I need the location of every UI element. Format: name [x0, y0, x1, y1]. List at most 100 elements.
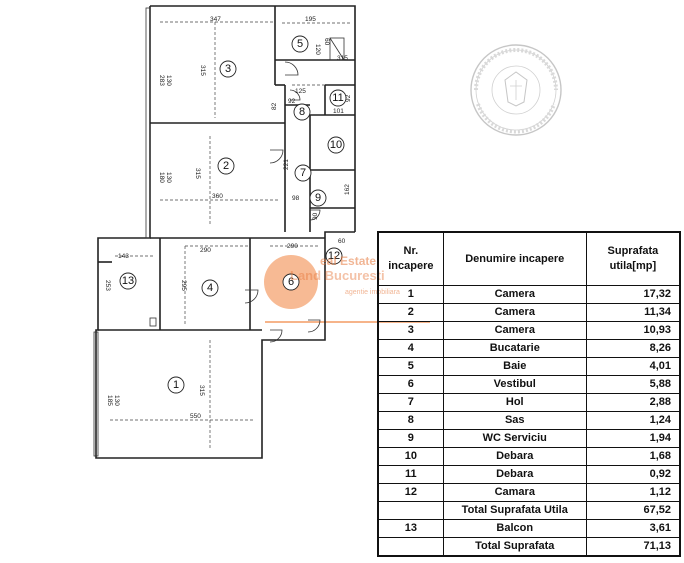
total-label: Total Suprafata: [442, 537, 587, 557]
room-number-12: 12: [328, 250, 340, 262]
room-number-8: 8: [299, 106, 305, 118]
row-nr: 1: [377, 285, 444, 304]
room-number-7: 7: [300, 167, 306, 179]
row-name: Camara: [442, 483, 587, 502]
room-number-11: 11: [332, 92, 343, 104]
balcon-area: 3,61: [585, 519, 681, 538]
row-nr: 10: [377, 447, 444, 466]
row-name: WC Serviciu: [442, 429, 587, 448]
room-number-6: 6: [288, 276, 294, 288]
dim-315-room3: 315: [199, 65, 206, 76]
dim-180: 180: [158, 172, 165, 183]
balcon-nr: 13: [377, 519, 444, 538]
row-nr: 11: [377, 465, 444, 484]
dim-253: 253: [104, 280, 111, 291]
room-number-1: 1: [173, 379, 179, 391]
row-area: 17,32: [585, 285, 681, 304]
dim-130-room3: 130: [165, 75, 172, 86]
row-area: 1,94: [585, 429, 681, 448]
total-util-empty: [377, 501, 444, 520]
dim-550: 550: [190, 413, 201, 420]
row-name: Sas: [442, 411, 587, 430]
row-area: 4,01: [585, 357, 681, 376]
door-swings: [244, 61, 321, 343]
dim-315-room1: 315: [198, 385, 205, 396]
dim-101: 101: [333, 108, 344, 115]
dim-315-room2: 315: [194, 168, 201, 179]
dim-120: 120: [314, 44, 321, 55]
dim-125: 125: [295, 88, 306, 95]
row-name: Camera: [442, 303, 587, 322]
room-number-3: 3: [225, 63, 231, 75]
row-nr: 12: [377, 483, 444, 502]
dim-290-room6: 290: [287, 243, 298, 250]
dim-130-room2: 130: [165, 172, 172, 183]
balcon-name: Balcon: [442, 519, 587, 538]
room-number-2: 2: [223, 160, 229, 172]
row-area: 11,34: [585, 303, 681, 322]
row-area: 5,88: [585, 375, 681, 394]
row-area: 10,93: [585, 321, 681, 340]
room-numbers: 1 2 3 4 5 6 7 8 9 10 11 12 13: [119, 35, 347, 394]
official-stamp: [470, 44, 562, 136]
row-nr: 5: [377, 357, 444, 376]
total-util-area: 67,52: [585, 501, 681, 520]
room-number-4: 4: [207, 282, 213, 294]
row-nr: 4: [377, 339, 444, 358]
dim-60: 60: [323, 38, 330, 46]
watermark-text-2: Land Bucuresti: [290, 268, 385, 283]
dim-90: 90: [312, 212, 319, 220]
dim-290-room4: 290: [200, 247, 211, 254]
room-number-10: 10: [330, 139, 342, 151]
dim-60-balcony: 60: [338, 238, 346, 245]
area-table: Nr. incapere Denumire incapere Suprafata…: [377, 231, 681, 557]
row-name: Debara: [442, 447, 587, 466]
dimension-labels: 347 195 315 283 130 60 120 315 125 92 82…: [104, 16, 352, 420]
room-number-9: 9: [315, 192, 321, 204]
row-area: 0,92: [585, 465, 681, 484]
watermark-text-1: eal Estate: [320, 254, 377, 268]
row-name: Bucatarie: [442, 339, 587, 358]
dim-185: 185: [106, 395, 113, 406]
dim-162: 162: [344, 184, 351, 195]
dim-92-right: 92: [345, 94, 352, 102]
header-nr: Nr. incapere: [377, 231, 444, 286]
row-nr: 7: [377, 393, 444, 412]
dim-295: 295: [180, 280, 187, 291]
row-nr: 3: [377, 321, 444, 340]
row-area: 8,26: [585, 339, 681, 358]
row-area: 2,88: [585, 393, 681, 412]
row-name: Baie: [442, 357, 587, 376]
dim-315-room5: 315: [337, 55, 348, 62]
total-empty: [377, 537, 444, 557]
row-nr: 8: [377, 411, 444, 430]
dim-347: 347: [210, 16, 221, 23]
row-name: Vestibul: [442, 375, 587, 394]
watermark-text-3: agentie imobiliara: [345, 289, 400, 296]
room-number-5: 5: [297, 38, 303, 50]
row-name: Camera: [442, 285, 587, 304]
row-name: Hol: [442, 393, 587, 412]
row-nr: 6: [377, 375, 444, 394]
dim-360: 360: [212, 193, 223, 200]
dim-221: 221: [283, 159, 290, 170]
row-nr: 2: [377, 303, 444, 322]
room-number-13: 13: [122, 275, 134, 287]
